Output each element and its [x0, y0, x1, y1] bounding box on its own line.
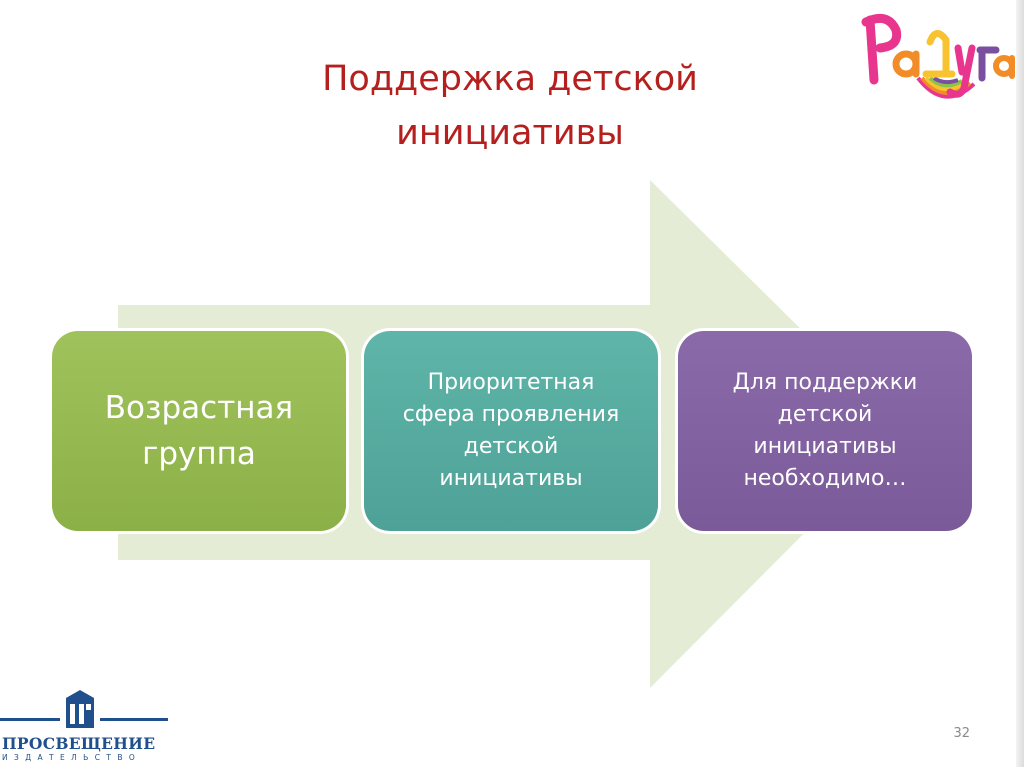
right-edge-shadow [1016, 0, 1024, 767]
box-2-line-2: сфера проявления [402, 402, 620, 427]
box-1-line-1: Возрастная [104, 390, 294, 426]
box-2-line-3: детской [463, 434, 559, 459]
prosveshchenie-logo [0, 690, 168, 728]
page-number: 32 [953, 726, 970, 741]
box-2-line-1: Приоритетная [427, 370, 595, 395]
box-3-line-1: Для поддержки [732, 370, 918, 395]
box-3-line-2: детской [777, 402, 873, 427]
support-needed-box: Для поддержки детской инициативы необход… [678, 331, 972, 531]
title-line-1: Поддержка детской [322, 59, 698, 99]
raduga-logo [861, 13, 1015, 99]
title-line-2: инициативы [396, 113, 624, 153]
box-2-line-4: инициативы [439, 466, 583, 491]
publisher-name: ПРОСВЕЩЕНИЕ [2, 734, 156, 753]
publisher-subtitle: ИЗДАТЕЛЬСТВО [2, 753, 142, 762]
box-3-line-3: инициативы [753, 434, 897, 459]
box-1-line-2: группа [142, 436, 256, 472]
slide-title: Поддержка детской инициативы [200, 52, 820, 160]
box-3-line-4: необходимо… [743, 466, 907, 491]
priority-sphere-box: Приоритетная сфера проявления детской ин… [364, 331, 658, 531]
age-group-box: Возрастная группа [52, 331, 346, 531]
